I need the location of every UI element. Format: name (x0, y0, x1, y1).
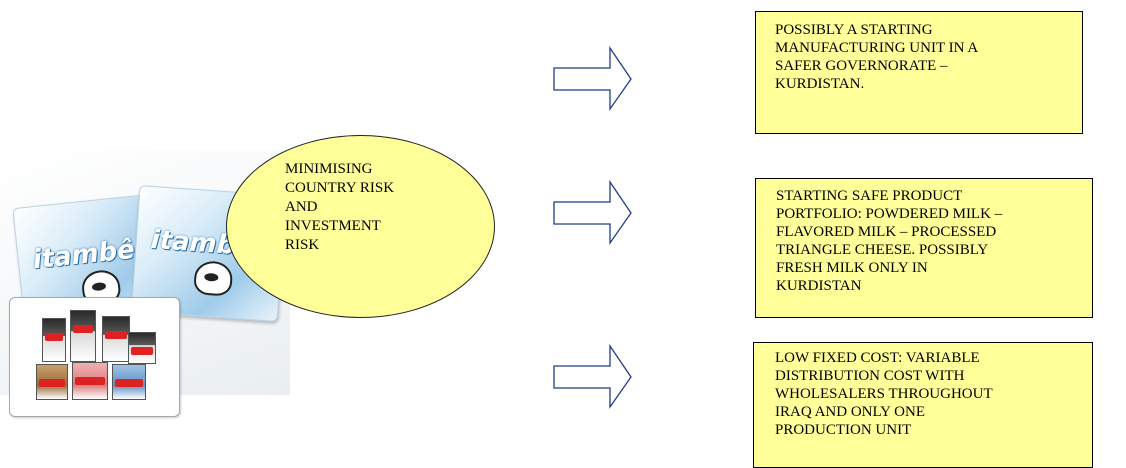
box-line: TRIANGLE CHEESE. POSSIBLY (776, 242, 989, 258)
box-line: DISTRIBUTION COST WITH (775, 368, 965, 384)
box-line: IRAQ AND ONLY ONE (775, 404, 926, 420)
outcome-box-manufacturing: POSSIBLY A STARTING MANUFACTURING UNIT I… (755, 11, 1083, 134)
box-line: FRESH MILK ONLY IN (776, 260, 928, 276)
box-line: POSSIBLY A STARTING (775, 22, 933, 38)
carton-icon (36, 364, 68, 400)
pack-brand-logo: itambê (31, 234, 137, 276)
box-line: PORTFOLIO: POWDERED MILK – (776, 206, 1003, 222)
carton-products-thumbnail (9, 297, 180, 417)
outcome-box-costs: LOW FIXED COST: VARIABLE DISTRIBUTION CO… (753, 342, 1093, 468)
carton-icon (70, 310, 96, 362)
carton-icon (102, 316, 130, 362)
carton-icon (72, 362, 108, 400)
outcome-box-portfolio: STARTING SAFE PRODUCT PORTFOLIO: POWDERE… (755, 178, 1093, 318)
box-line: PRODUCTION UNIT (775, 422, 912, 438)
right-arrow-icon (553, 179, 632, 246)
box-line: WHOLESALERS THROUGHOUT (775, 386, 993, 402)
right-arrow-icon (553, 343, 632, 410)
box-line: KURDISTAN (776, 278, 862, 294)
ellipse-line: COUNTRY RISK (285, 180, 395, 196)
cow-mascot-icon (193, 260, 234, 297)
box-line: LOW FIXED COST: VARIABLE (775, 350, 980, 366)
ellipse-line: INVESTMENT (285, 218, 381, 234)
box-line: SAFER GOVERNORATE – (775, 58, 948, 74)
box-line: MANUFACTURING UNIT IN A (775, 40, 979, 56)
box-line: FLAVORED MILK – PROCESSED (776, 224, 997, 240)
box-line: KURDISTAN. (775, 76, 865, 92)
central-ellipse (226, 135, 495, 318)
central-ellipse-label: MINIMISING COUNTRY RISK AND INVESTMENT R… (285, 160, 445, 255)
box-line: STARTING SAFE PRODUCT (776, 188, 963, 204)
carton-icon (112, 364, 146, 400)
ellipse-line: AND (285, 199, 318, 215)
right-arrow-icon (553, 45, 632, 112)
ellipse-line: RISK (285, 237, 320, 253)
carton-icon (128, 332, 156, 364)
ellipse-line: MINIMISING (285, 161, 373, 177)
carton-icon (42, 318, 66, 362)
